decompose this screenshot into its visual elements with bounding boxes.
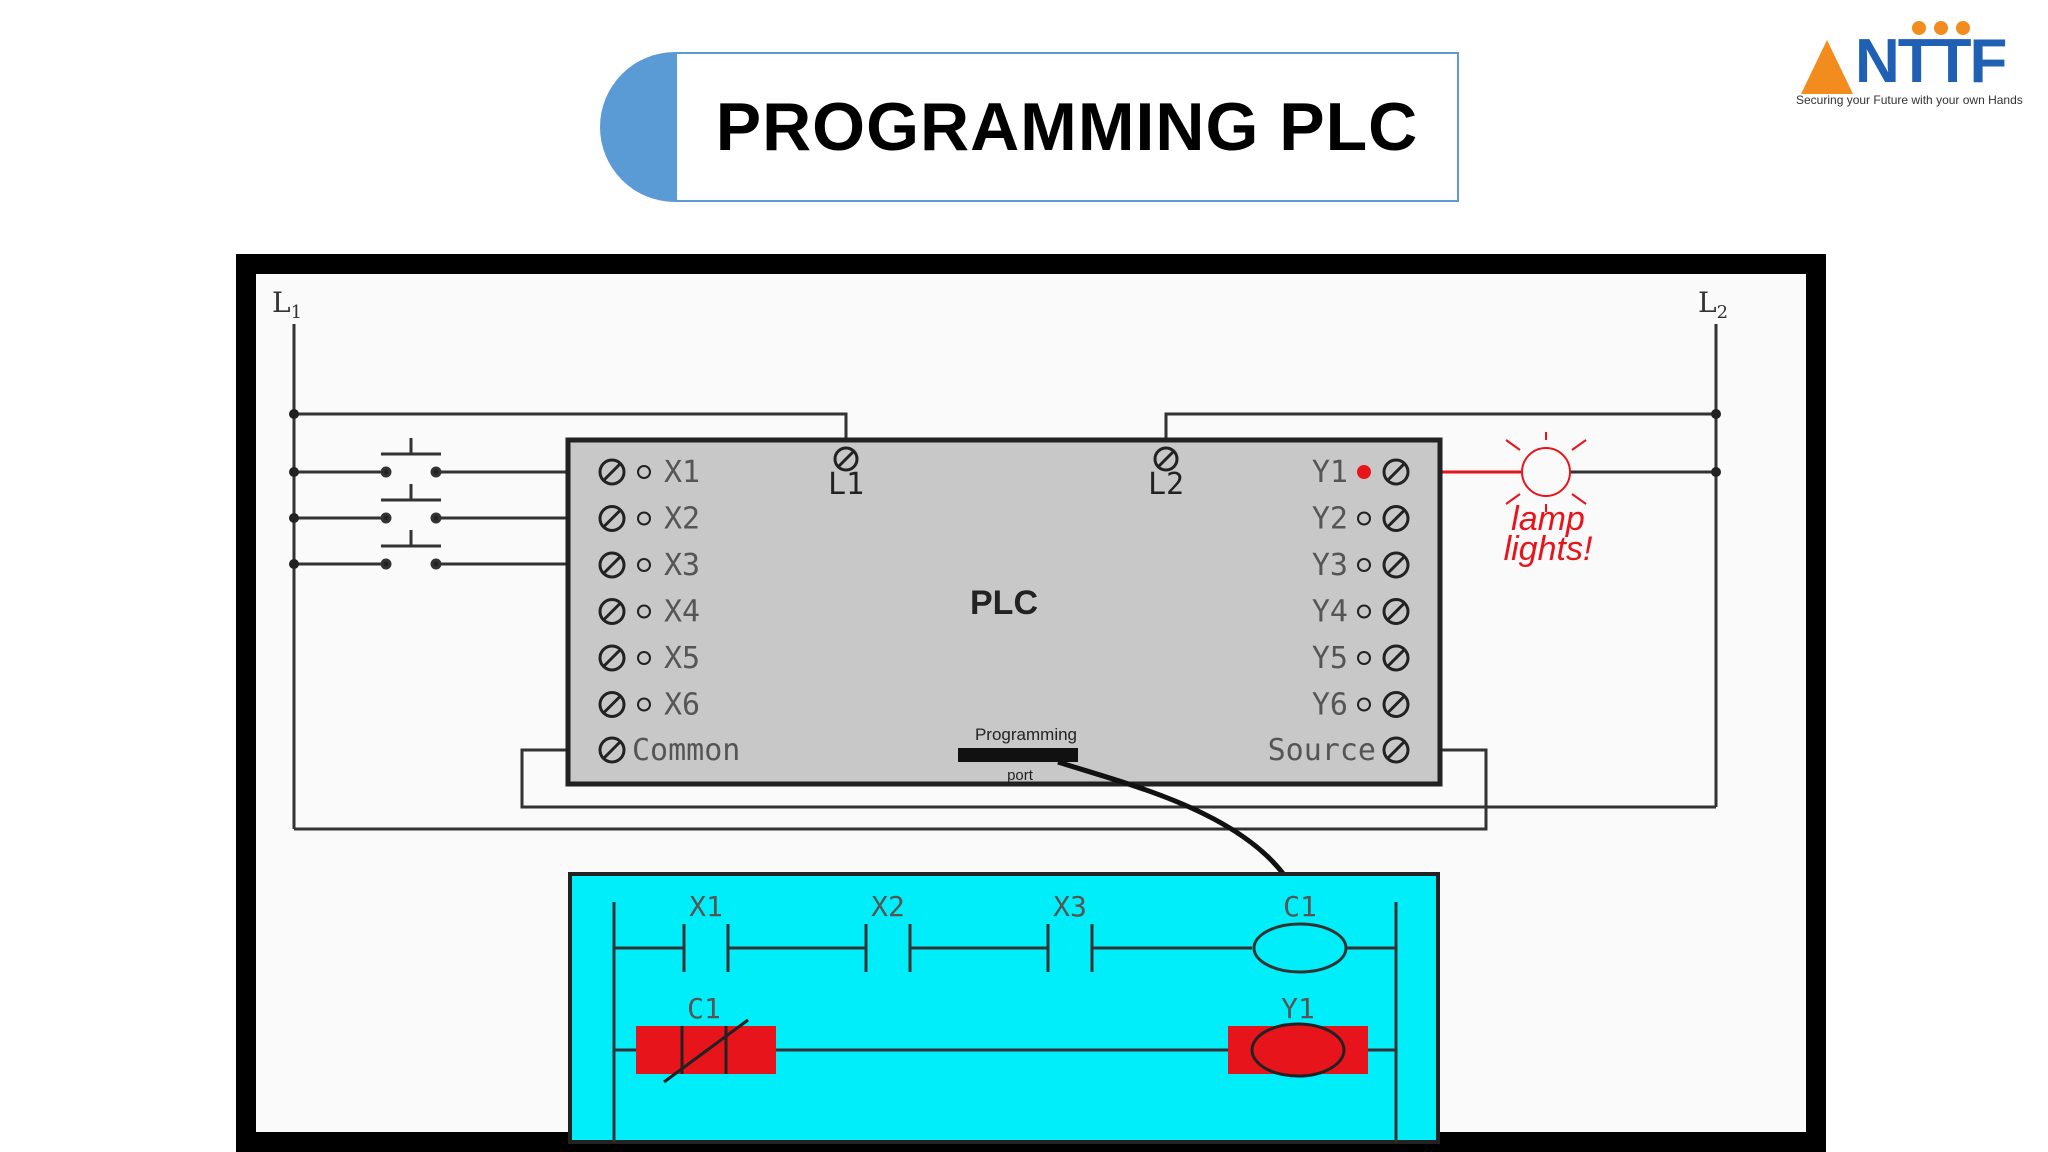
input-label-x1: X1 — [664, 455, 700, 490]
output-terminal-y3: Y3 — [1312, 548, 1410, 583]
ladder-label-c1-contact: C1 — [687, 992, 721, 1025]
output-terminal-y2: Y2 — [1312, 502, 1410, 537]
output-indicator-on — [1357, 465, 1371, 479]
terminal-l2-label: L2 — [1148, 467, 1184, 502]
people-logo-icon — [1912, 21, 1970, 35]
input-label-x2: X2 — [664, 502, 700, 537]
output-label-y2: Y2 — [1312, 502, 1348, 537]
rail-left-label: L1 — [272, 286, 302, 323]
lamp-icon — [1505, 432, 1587, 512]
ladder-program-screen: X1 X2 X3 C1 C1 Y1 — [568, 872, 1440, 1144]
plc-body — [565, 437, 1443, 787]
plc-label: PLC — [970, 584, 1038, 622]
output-terminal-y5: Y5 — [1312, 641, 1410, 676]
input-terminal-x6: X6 — [598, 688, 700, 723]
port-connector — [958, 748, 1078, 762]
output-terminal-y4: Y4 — [1312, 595, 1410, 630]
output-indicator-off — [1357, 697, 1371, 712]
output-label-y5: Y5 — [1312, 641, 1348, 676]
logo-tagline: Securing your Future with your own Hands — [1796, 93, 2023, 107]
page-title: PROGRAMMING PLC — [715, 89, 1419, 165]
output-terminal-y6: Y6 — [1312, 688, 1410, 723]
input-terminal-x2: X2 — [598, 502, 700, 537]
output-indicator-off — [1357, 558, 1371, 572]
rail-right-label: L2 — [1698, 286, 1728, 323]
output-label-y3: Y3 — [1312, 548, 1348, 583]
ladder-label-x2: X2 — [871, 890, 905, 923]
triangle-logo-icon — [1801, 40, 1853, 94]
source-label: Source — [1268, 733, 1376, 768]
nttf-logo: NTTF Securing your Future with your own … — [1795, 18, 2025, 113]
output-indicator-off — [1357, 511, 1371, 526]
input-label-x3: X3 — [664, 548, 700, 583]
title-box: PROGRAMMING PLC — [675, 52, 1459, 202]
plc-power-terminals: L1 L2 — [828, 446, 1184, 502]
lamp-text-line2: lights! — [1504, 530, 1593, 568]
common-terminal: Common — [598, 733, 740, 768]
input-label-x4: X4 — [664, 595, 700, 630]
output-indicator-off — [1357, 651, 1371, 665]
input-pushbuttons — [380, 438, 442, 570]
programming-port: Programming port — [958, 725, 1078, 784]
ladder-label-c1-coil: C1 — [1283, 890, 1317, 923]
title-banner: PROGRAMMING PLC — [600, 52, 1460, 202]
lamp-text-line1: lamp — [1511, 500, 1585, 538]
junction-dots — [289, 409, 1721, 569]
ladder-label-y1: Y1 — [1281, 992, 1315, 1025]
input-terminal-x3: X3 — [598, 548, 700, 583]
common-label: Common — [632, 733, 740, 768]
input-label-x5: X5 — [664, 641, 700, 676]
input-label-x6: X6 — [664, 688, 700, 723]
terminal-l1-label: L1 — [828, 467, 864, 502]
input-terminal-x1: X1 — [598, 455, 700, 490]
programming-cable — [1057, 759, 1299, 896]
port-label-top: Programming — [975, 725, 1077, 744]
output-terminal-y1: Y1 — [1312, 455, 1410, 490]
plc-wiring-diagram: L1 L2 — [236, 254, 1826, 1152]
output-label-y1: Y1 — [1312, 455, 1348, 490]
output-label-y4: Y4 — [1312, 595, 1348, 630]
output-label-y6: Y6 — [1312, 688, 1348, 723]
port-label-bottom: port — [1007, 767, 1034, 784]
ladder-label-x1: X1 — [689, 890, 723, 923]
ladder-label-x3: X3 — [1053, 890, 1087, 923]
input-terminal-x4: X4 — [598, 595, 700, 630]
input-terminal-x5: X5 — [598, 641, 700, 676]
source-terminal: Source — [1268, 733, 1410, 768]
output-indicator-off — [1357, 604, 1371, 619]
logo-wordmark: NTTF — [1855, 27, 2007, 96]
